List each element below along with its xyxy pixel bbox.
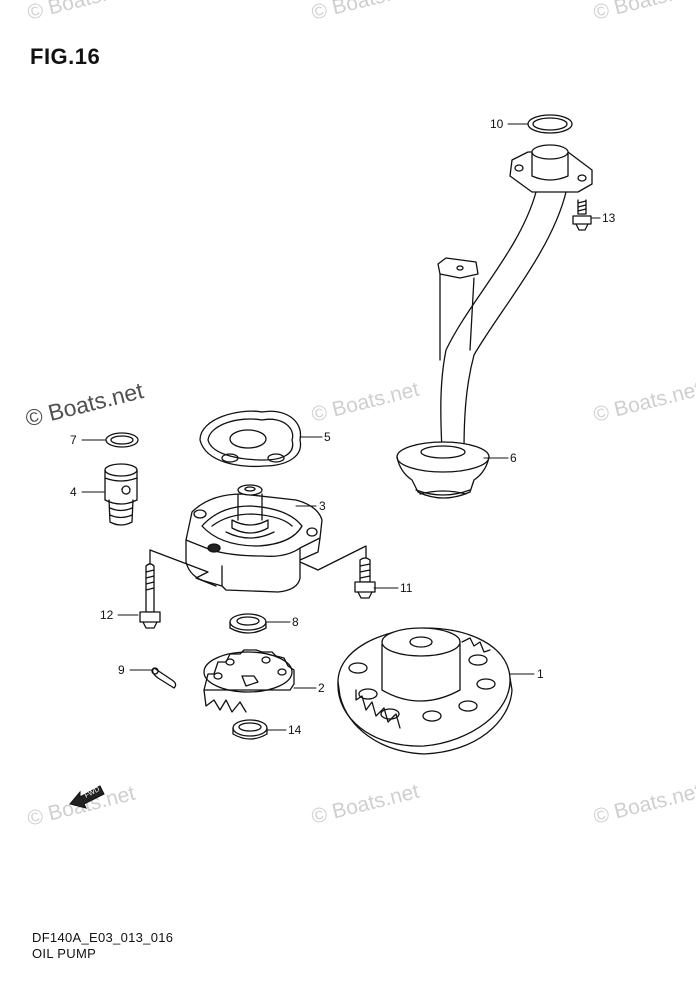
callout-4: 4 bbox=[70, 485, 77, 499]
part-1-driven-gear[interactable] bbox=[337, 627, 513, 755]
callout-11: 11 bbox=[400, 581, 413, 595]
part-3-pump-housing[interactable] bbox=[185, 484, 323, 593]
part-13-bolt[interactable] bbox=[572, 199, 592, 231]
part-14-o-ring[interactable] bbox=[232, 719, 268, 740]
callout-8: 8 bbox=[292, 615, 299, 629]
diagram-caption: OIL PUMP bbox=[32, 946, 97, 961]
callout-7: 7 bbox=[70, 433, 77, 447]
part-10-o-ring[interactable] bbox=[527, 114, 573, 134]
callout-5: 5 bbox=[324, 430, 331, 444]
callout-2: 2 bbox=[318, 681, 325, 695]
part-11-bolt[interactable] bbox=[354, 557, 376, 599]
callout-10: 10 bbox=[490, 117, 504, 131]
part-2-drive-gear[interactable] bbox=[203, 649, 295, 713]
callout-12: 12 bbox=[100, 608, 114, 622]
callout-14: 14 bbox=[288, 723, 302, 737]
forward-arrow-icon: FWD bbox=[69, 785, 105, 809]
figure-title: FIG.16 bbox=[30, 44, 101, 69]
part-5-gasket[interactable] bbox=[199, 410, 302, 468]
part-12-bolt[interactable] bbox=[139, 563, 161, 629]
leader-lines bbox=[81, 123, 601, 731]
callout-13: 13 bbox=[602, 211, 616, 225]
part-4-relief-valve[interactable] bbox=[104, 463, 138, 526]
callout-9: 9 bbox=[118, 663, 125, 677]
part-8-washer[interactable] bbox=[229, 613, 267, 634]
callout-1: 1 bbox=[537, 667, 544, 681]
callout-3: 3 bbox=[319, 499, 326, 513]
part-7-o-ring[interactable] bbox=[105, 432, 139, 448]
callout-6: 6 bbox=[510, 451, 517, 465]
part-6-oil-strainer[interactable] bbox=[396, 144, 593, 499]
part-9-pin[interactable] bbox=[151, 667, 177, 689]
diagram-code: DF140A_E03_013_016 bbox=[32, 930, 174, 945]
